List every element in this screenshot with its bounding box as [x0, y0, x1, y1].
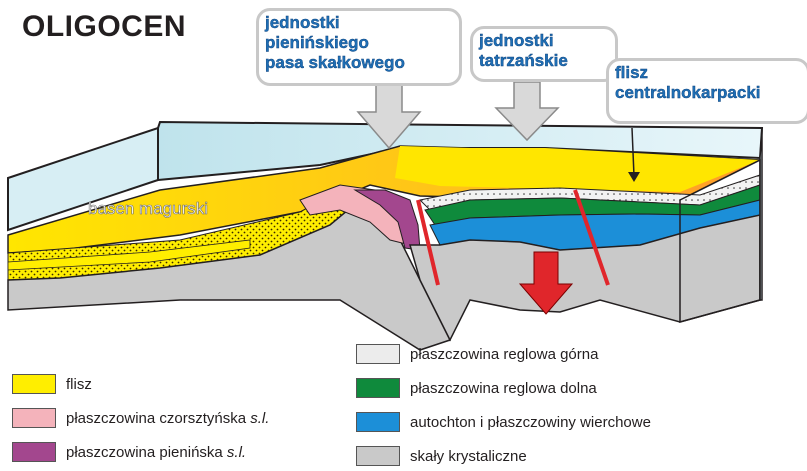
legend-swatch — [12, 374, 56, 394]
legend-swatch — [356, 412, 400, 432]
callout-flysch: flisz centralnokarpacki — [606, 58, 807, 124]
legend-item-czorsztyn: płaszczowina czorsztyńska s.l. — [12, 408, 269, 428]
legend-item-lower-subtatric: płaszczowina reglowa dolna — [356, 378, 597, 398]
legend-label: płaszczowina reglowa dolna — [410, 380, 597, 397]
legend-swatch — [356, 344, 400, 364]
legend-label-suffix: s.l. — [227, 444, 246, 461]
legend-label: płaszczowina pienińska — [66, 444, 227, 461]
legend-label: flisz — [66, 376, 92, 393]
legend-swatch — [12, 408, 56, 428]
callout-pieniny: jednostki pienińskiego pasa skałkowego — [256, 8, 462, 86]
legend-label: płaszczowina czorsztyńska — [66, 410, 250, 427]
legend-label: płaszczowina reglowa górna — [410, 346, 598, 363]
legend-item-crystalline: skały krystaliczne — [356, 446, 527, 466]
callout-flysch-line-2: centralnokarpacki — [615, 83, 801, 103]
basin-label: basen magurski — [88, 199, 208, 218]
legend-item-flysch: flisz — [12, 374, 92, 394]
legend-item-upper-subtatric: płaszczowina reglowa górna — [356, 344, 598, 364]
legend-swatch — [356, 446, 400, 466]
legend-label: skały krystaliczne — [410, 448, 527, 465]
legend-item-autochthon: autochton i płaszczowiny wierchowe — [356, 412, 651, 432]
callout-pieniny-line-1: jednostki — [265, 13, 453, 33]
callout-pieniny-line-3: pasa skałkowego — [265, 53, 453, 73]
legend-item-pieniny: płaszczowina pienińska s.l. — [12, 442, 246, 462]
legend-swatch — [12, 442, 56, 462]
callout-pieniny-line-2: pienińskiego — [265, 33, 453, 53]
callout-tatry-line-1: jednostki — [479, 31, 609, 51]
callout-tatry-line-2: tatrzańskie — [479, 51, 609, 71]
callout-tatry: jednostki tatrzańskie — [470, 26, 618, 82]
legend-label: autochton i płaszczowiny wierchowe — [410, 414, 651, 431]
page-title: OLIGOCEN — [22, 10, 186, 44]
legend-swatch — [356, 378, 400, 398]
legend-label-suffix: s.l. — [250, 410, 269, 427]
callout-flysch-line-1: flisz — [615, 63, 801, 83]
